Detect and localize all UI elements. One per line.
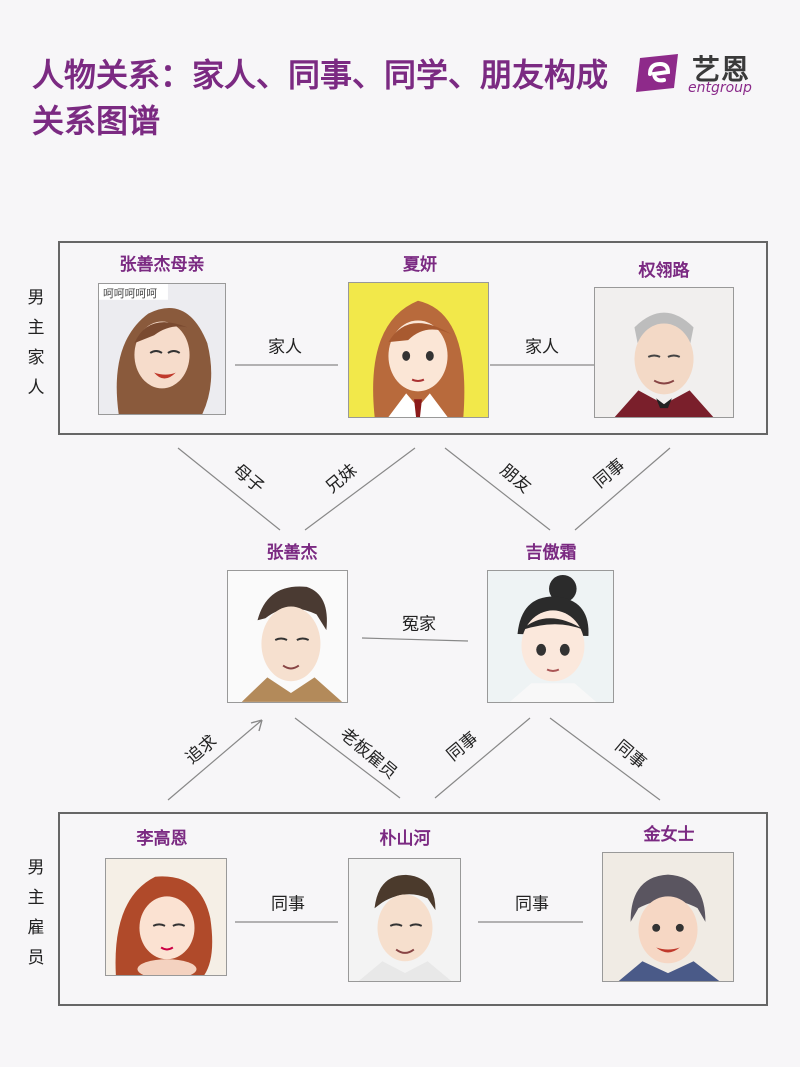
rel-mother-xiayan: 家人 [268,337,302,358]
name-park: 朴山河 [379,829,431,849]
name-ji: 吉傲霜 [525,543,577,563]
rel-xiayan-quan: 家人 [525,337,559,358]
arrow-li-zhang [167,719,263,801]
e-logo-icon [636,54,678,92]
portrait-kim [602,852,734,982]
portrait-ji [487,570,614,703]
name-mother: 张善杰母亲 [119,255,205,275]
rel-park-kim: 同事 [515,894,549,915]
logo-en-text: entgroup [688,80,752,96]
rel-zhang-ji: 冤家 [402,614,436,635]
portrait-quan [594,287,734,418]
rel-ji-xiayan: 朋友 [495,460,535,498]
page-title: 人物关系：家人、同事、同学、朋友构成关系图谱 [32,56,609,140]
name-xiayan: 夏妍 [403,255,437,275]
line-zhang-ji [361,637,469,642]
family-group-label: 男主家人 [27,288,45,398]
rel-ji-kim: 同事 [610,736,650,774]
rel-zhang-mother: 母子 [228,460,268,498]
name-li: 李高恩 [136,829,188,849]
portrait-li [105,858,227,976]
portrait-mother: 呵呵呵呵呵 [98,283,226,415]
line-ji-quan [574,447,671,531]
line-zhang-xiayan [304,447,416,531]
rel-zhang-xiayan: 兄妹 [322,460,362,498]
name-kim: 金女士 [643,825,695,845]
rel-zhang-park: 老板雇员 [335,724,401,784]
portrait-park [348,858,461,982]
line-ji-xiayan [444,447,551,531]
entgroup-logo: 艺恩 entgroup [634,48,764,98]
rel-ji-quan: 同事 [590,455,630,493]
arrowhead-icon [250,719,263,732]
logo-cn-text: 艺恩 [692,53,751,86]
portrait-xiayan [348,282,489,418]
rel-li-park: 同事 [271,894,305,915]
rel-ji-park: 同事 [443,728,483,766]
line-zhang-mother [177,447,281,531]
family-group-box [58,241,768,435]
rel-li-zhang: 追求 [182,731,222,769]
employees-group-box [58,812,768,1006]
name-zhang: 张善杰 [266,543,318,563]
portrait-zhang [227,570,348,703]
name-quan: 权翎路 [638,261,690,281]
svg-text:呵呵呵呵呵: 呵呵呵呵呵 [103,287,157,300]
employees-group-label: 男主雇员 [27,858,45,968]
